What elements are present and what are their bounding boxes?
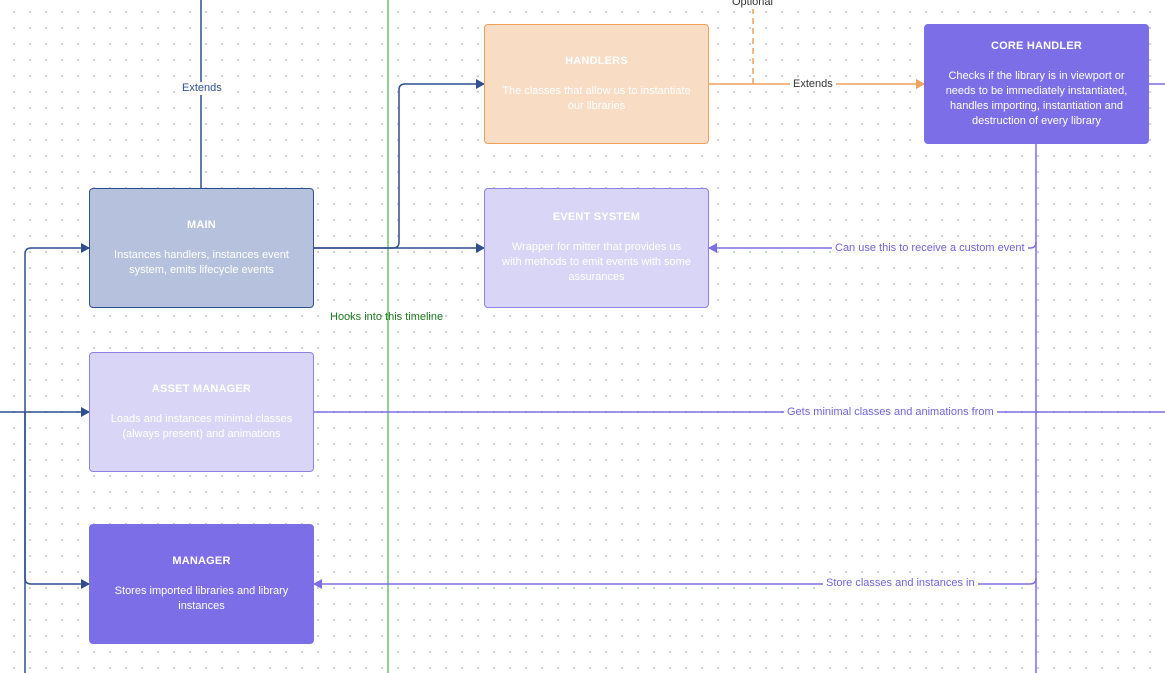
edge-core-manager [313, 577, 1037, 589]
label-extends-handlers: Extends [790, 78, 836, 91]
node-main[interactable]: MAIN Instances handlers, instances event… [89, 188, 314, 308]
node-event-system-title: EVENT SYSTEM [552, 211, 641, 223]
label-optional: Optional [729, 0, 776, 9]
label-store-classes: Store classes and instances in [823, 577, 978, 590]
label-custom-event: Can use this to receive a custom event [832, 242, 1028, 255]
node-main-title: MAIN [187, 218, 216, 231]
node-core-handler-desc: Checks if the library is in viewport or … [945, 69, 1128, 127]
node-manager-desc: Stores imported libraries and library in… [114, 584, 289, 612]
node-asset-manager-title: ASSET MANAGER [151, 382, 252, 395]
node-event-system[interactable]: EVENT SYSTEM Wrapper for mitter that pro… [484, 188, 709, 308]
node-asset-manager-desc: Loads and instances minimal classes (alw… [110, 412, 293, 440]
node-main-desc: Instances handlers, instances event syst… [114, 248, 289, 276]
node-core-handler[interactable]: CORE HANDLER Checks if the library is in… [924, 24, 1149, 144]
node-manager-title: MANAGER [172, 554, 231, 567]
label-hooks-timeline: Hooks into this timeline [330, 311, 444, 323]
node-event-system-desc: Wrapper for mitter that provides us with… [502, 241, 691, 283]
node-handlers[interactable]: HANDLERS The classes that allow us to in… [484, 24, 709, 144]
label-extends-main: Extends [179, 82, 225, 95]
node-core-handler-title: CORE HANDLER [990, 39, 1082, 52]
edge-trunk [24, 243, 90, 673]
edge-core-events [708, 241, 1037, 253]
edge-trunk-manager [24, 412, 90, 589]
label-minimal-classes: Gets minimal classes and animations from [784, 406, 997, 419]
node-handlers-desc: The classes that allow us to instantiate… [502, 84, 691, 112]
edge-main-handlers [314, 79, 485, 249]
node-handlers-title: HANDLERS [565, 54, 628, 67]
node-manager[interactable]: MANAGER Stores imported libraries and li… [89, 524, 314, 644]
node-asset-manager[interactable]: ASSET MANAGER Loads and instances minima… [89, 352, 314, 472]
